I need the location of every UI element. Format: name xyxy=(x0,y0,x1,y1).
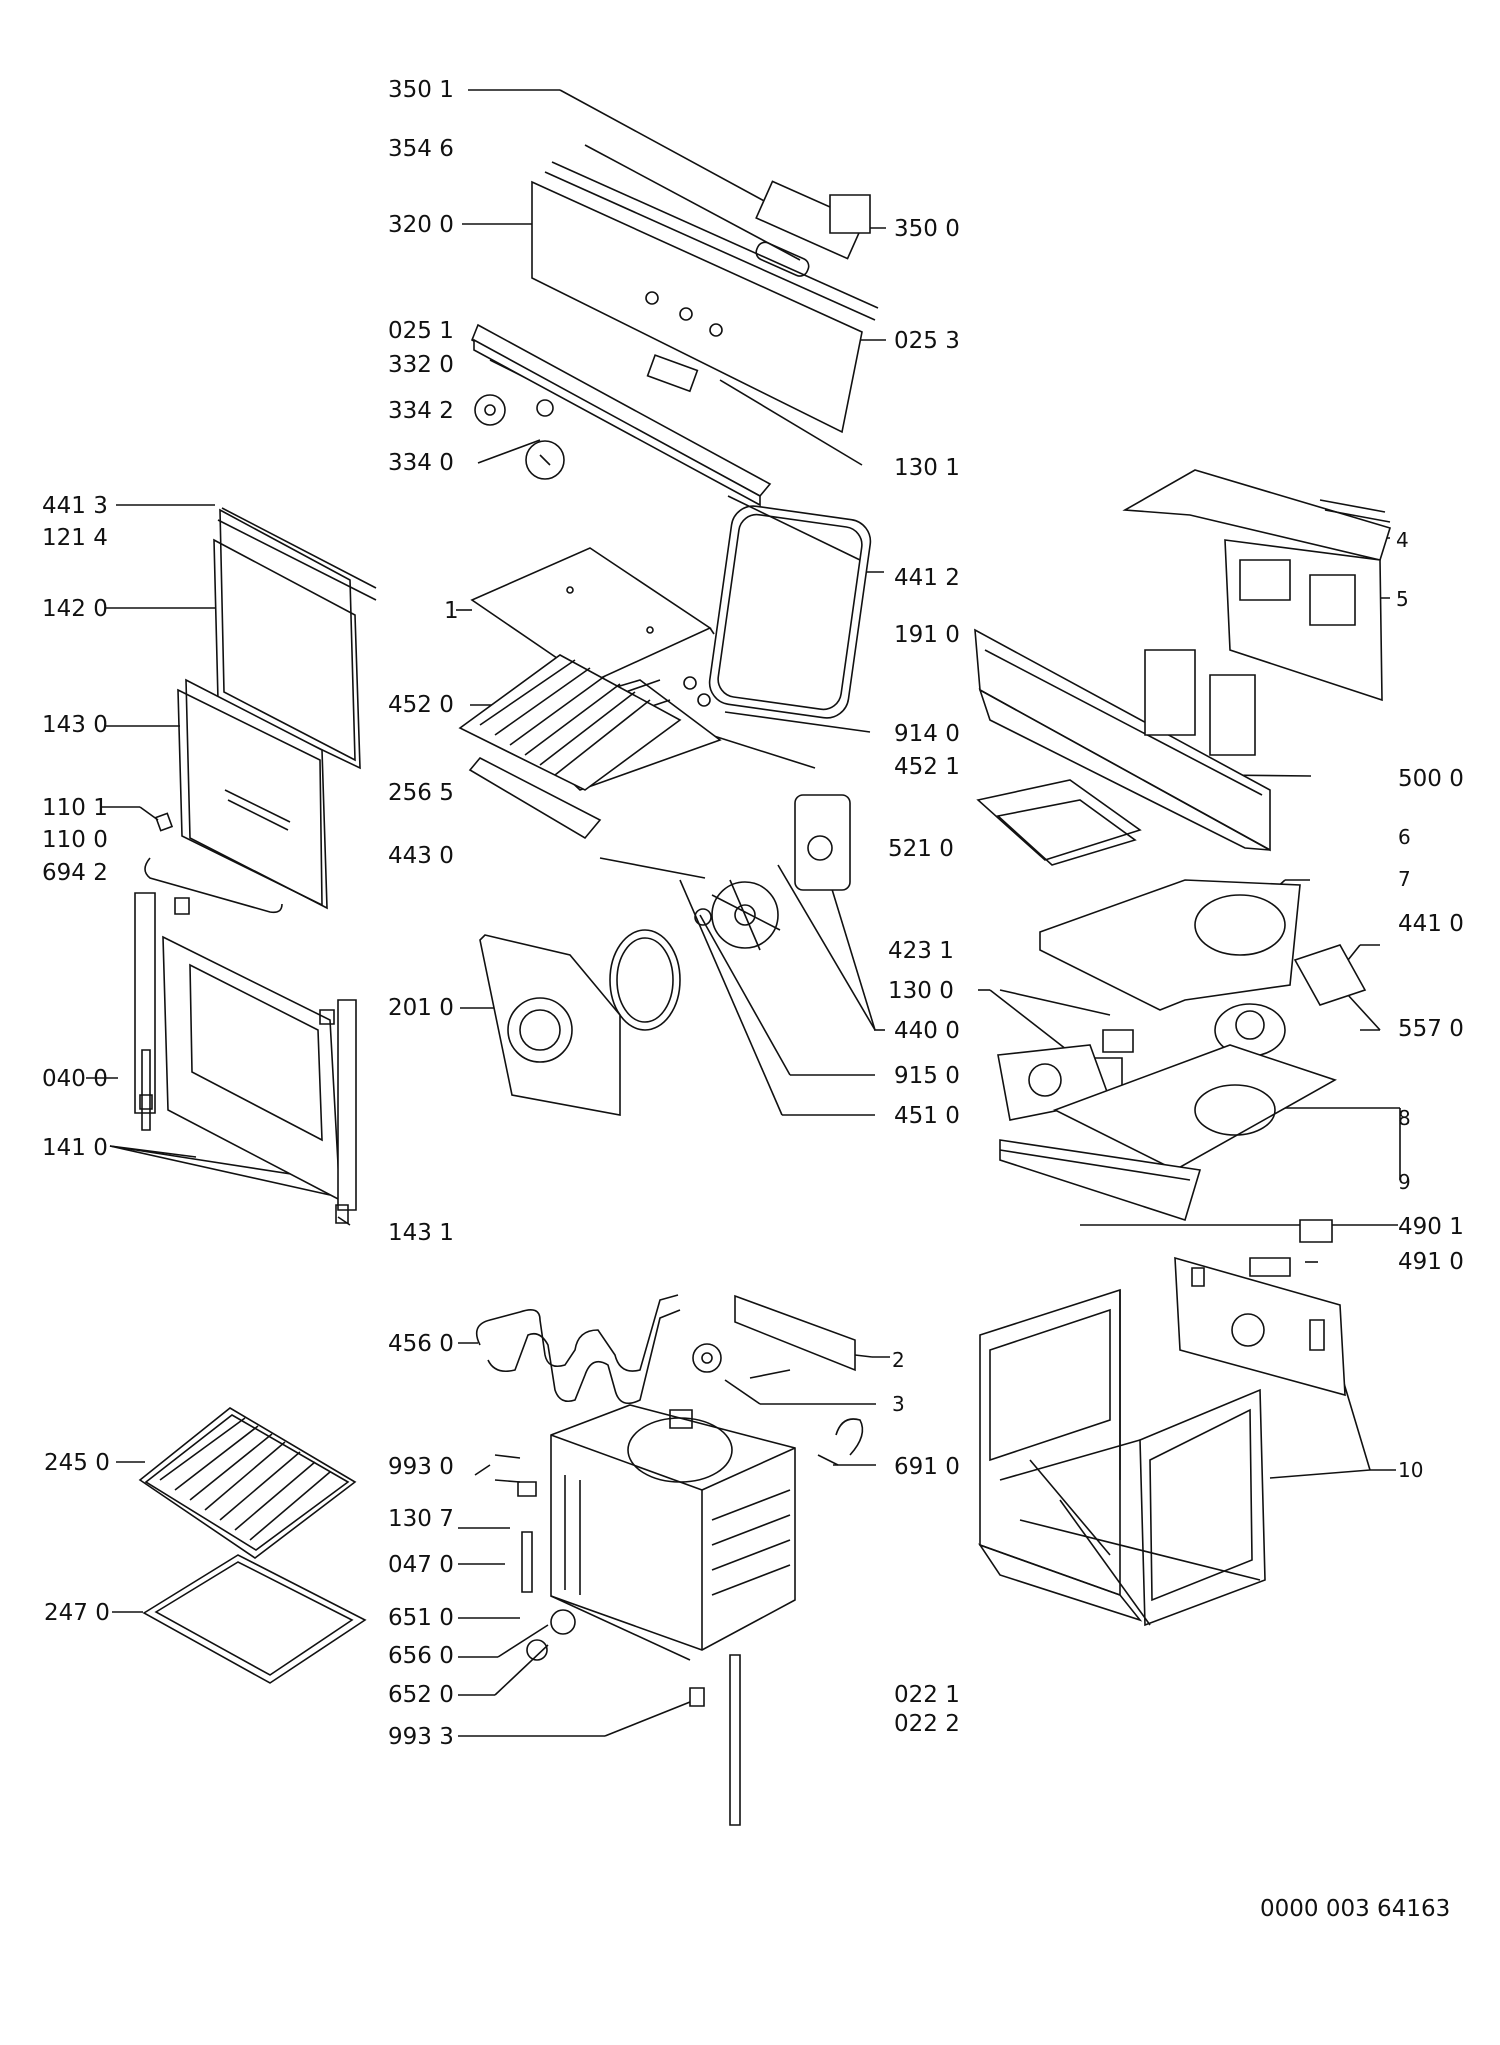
label-040-0: 040 0 xyxy=(42,1066,108,1092)
label-191-0: 191 0 xyxy=(894,622,960,648)
label-441-2: 441 2 xyxy=(894,565,960,591)
label-130-0: 130 0 xyxy=(888,978,954,1004)
label-915-0: 915 0 xyxy=(894,1063,960,1089)
label-443-0: 443 0 xyxy=(388,843,454,869)
cooling-duct-and-motor xyxy=(998,880,1365,1220)
label-491-0: 491 0 xyxy=(1398,1249,1464,1275)
label-3: 3 xyxy=(892,1392,905,1416)
outer-door-glass xyxy=(145,508,376,914)
label-334-2: 334 2 xyxy=(388,398,454,424)
label-130-7: 130 7 xyxy=(388,1506,454,1532)
label-451-0: 451 0 xyxy=(894,1103,960,1129)
label-110-0: 110 0 xyxy=(42,827,108,853)
label-10: 10 xyxy=(1398,1458,1424,1482)
label-025-1: 025 1 xyxy=(388,318,454,344)
document-id: 0000 003 64163 xyxy=(1260,1896,1451,1922)
label-456-0: 456 0 xyxy=(388,1331,454,1357)
label-440-0: 440 0 xyxy=(894,1018,960,1044)
label-121-4: 121 4 xyxy=(42,525,108,551)
label-656-0: 656 0 xyxy=(388,1643,454,1669)
label-047-0: 047 0 xyxy=(388,1552,454,1578)
label-441-3: 441 3 xyxy=(42,493,108,519)
label-993-0: 993 0 xyxy=(388,1454,454,1480)
label-490-1: 490 1 xyxy=(1398,1214,1464,1240)
label-110-1: 110 1 xyxy=(42,795,108,821)
label-320-0: 320 0 xyxy=(388,212,454,238)
label-350-0: 350 0 xyxy=(894,216,960,242)
label-993-3: 993 3 xyxy=(388,1724,454,1750)
control-panel-assembly xyxy=(472,162,878,505)
label-201-0: 201 0 xyxy=(388,995,454,1021)
heating-element-and-cavity xyxy=(477,1295,863,1825)
label-7: 7 xyxy=(1398,867,1411,891)
label-652-0: 652 0 xyxy=(388,1682,454,1708)
racks-and-tray xyxy=(140,655,680,1683)
label-6: 6 xyxy=(1398,825,1411,849)
label-022-2: 022 2 xyxy=(894,1711,960,1737)
label-441-0: 441 0 xyxy=(1398,911,1464,937)
label-914-0: 914 0 xyxy=(894,721,960,747)
label-452-0: 452 0 xyxy=(388,692,454,718)
electronics-and-housing xyxy=(975,470,1390,865)
label-143-0: 143 0 xyxy=(42,712,108,738)
label-694-2: 694 2 xyxy=(42,860,108,886)
label-2: 2 xyxy=(892,1348,905,1372)
label-5: 5 xyxy=(1396,587,1409,611)
label-025-3: 025 3 xyxy=(894,328,960,354)
label-1: 1 xyxy=(444,598,459,624)
label-8: 8 xyxy=(1398,1106,1411,1130)
label-142-0: 142 0 xyxy=(42,596,108,622)
label-247-0: 247 0 xyxy=(44,1600,110,1626)
oven-top-plate xyxy=(472,496,873,721)
label-452-1: 452 1 xyxy=(894,754,960,780)
label-4: 4 xyxy=(1396,528,1409,552)
label-130-1: 130 1 xyxy=(894,455,960,481)
label-256-5: 256 5 xyxy=(388,780,454,806)
label-334-0: 334 0 xyxy=(388,450,454,476)
side-panels-and-cabinet xyxy=(980,1220,1345,1625)
label-141-0: 141 0 xyxy=(42,1135,108,1161)
label-557-0: 557 0 xyxy=(1398,1016,1464,1042)
label-500-0: 500 0 xyxy=(1398,766,1464,792)
label-9: 9 xyxy=(1398,1170,1411,1194)
label-423-1: 423 1 xyxy=(888,938,954,964)
inner-door-and-hinges xyxy=(135,893,356,1223)
label-354-6: 354 6 xyxy=(388,136,454,162)
label-022-1: 022 1 xyxy=(894,1682,960,1708)
label-350-1: 350 1 xyxy=(388,77,454,103)
label-143-1: 143 1 xyxy=(388,1220,454,1246)
label-651-0: 651 0 xyxy=(388,1605,454,1631)
label-332-0: 332 0 xyxy=(388,352,454,378)
label-245-0: 245 0 xyxy=(44,1450,110,1476)
label-521-0: 521 0 xyxy=(888,836,954,862)
label-691-0: 691 0 xyxy=(894,1454,960,1480)
